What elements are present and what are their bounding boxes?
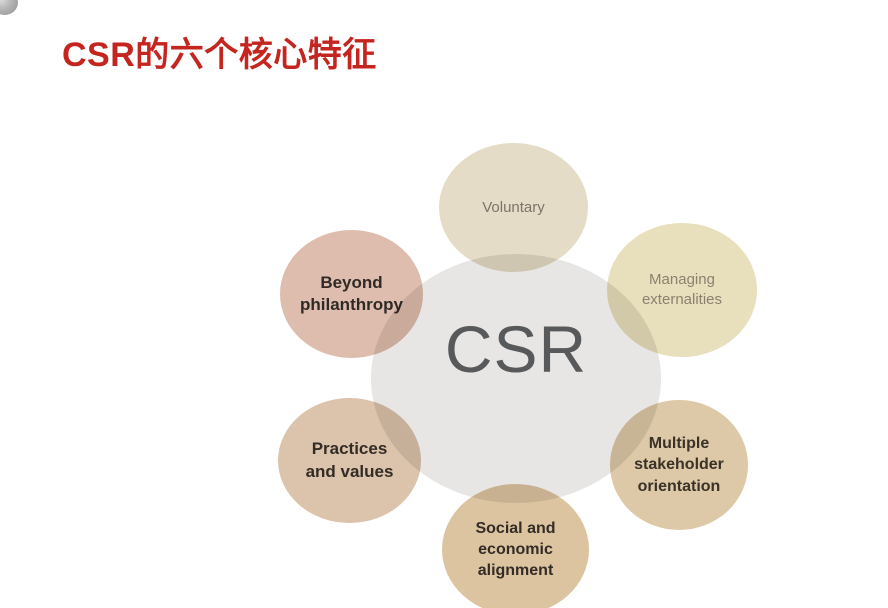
- node-voluntary: Voluntary: [439, 143, 588, 272]
- node-practices-and-values: Practices and values: [278, 398, 421, 523]
- node-social-economic-alignment: Social and economic alignment: [442, 484, 589, 608]
- center-csr-label: CSR: [444, 311, 588, 386]
- node-managing-externalities-label: Managing externalities: [641, 271, 723, 308]
- node-multiple-stakeholder-orientation: Multiple stakeholder orientation: [610, 400, 748, 530]
- node-beyond-philanthropy-label: Beyond philanthropy: [300, 272, 403, 314]
- page-title: CSR的六个核心特征: [62, 35, 377, 74]
- node-multiple-stakeholder-orientation-label: Multiple stakeholder orientation: [634, 435, 724, 495]
- corner-artifact-dot: [0, 0, 18, 15]
- node-social-economic-alignment-label: Social and economic alignment: [475, 519, 556, 580]
- node-practices-and-values-label: Practices and values: [305, 439, 394, 481]
- node-managing-externalities: Managing externalities: [607, 223, 757, 357]
- node-voluntary-label: Voluntary: [482, 198, 545, 216]
- node-beyond-philanthropy: Beyond philanthropy: [280, 230, 423, 358]
